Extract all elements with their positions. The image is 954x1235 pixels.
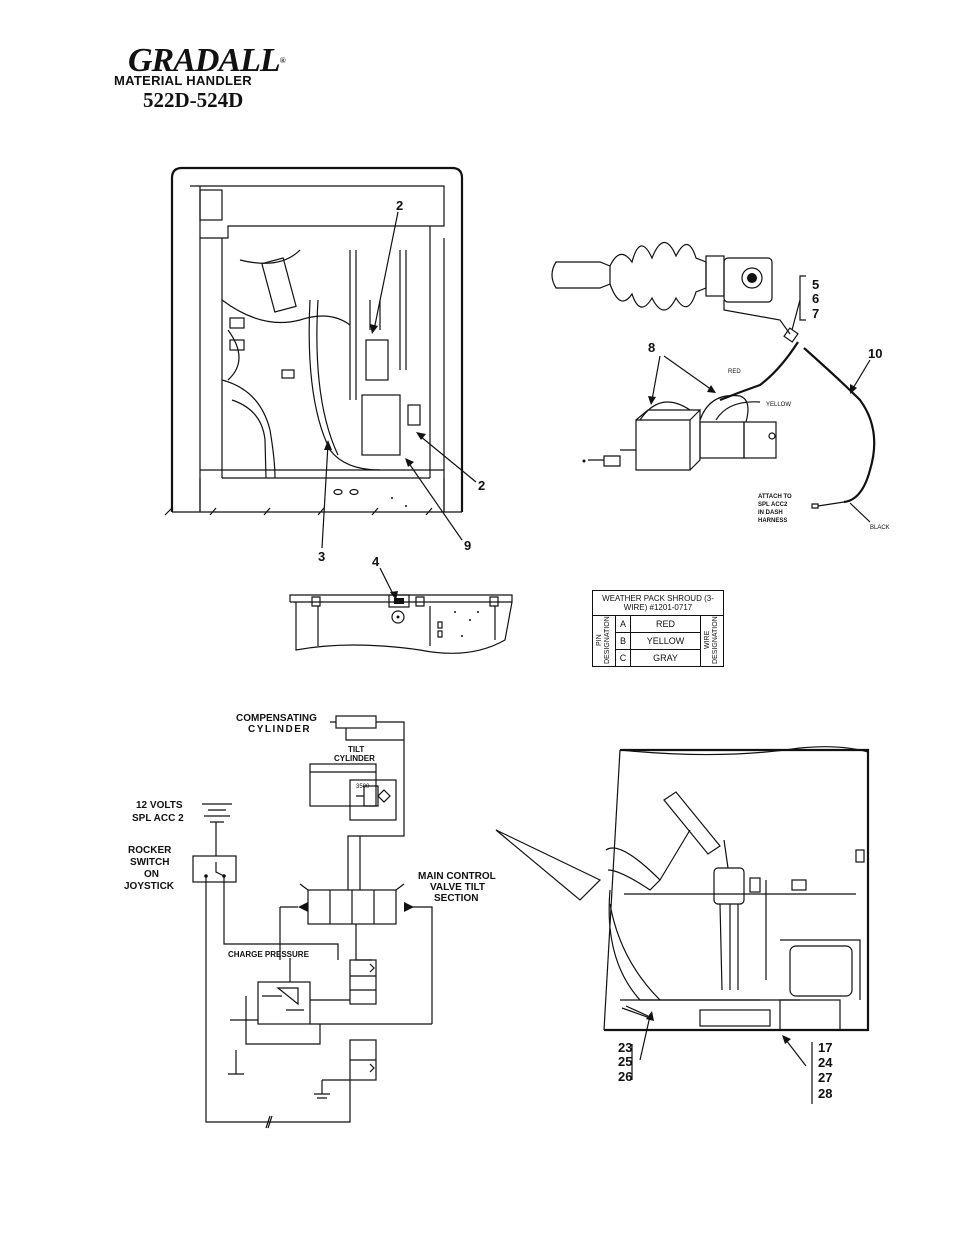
power-source-label: 12 VOLTS — [136, 800, 183, 811]
callout-4: 4 — [372, 554, 380, 569]
charge-pressure-label: CHARGE PRESSURE — [228, 950, 310, 959]
pin-a: A — [615, 615, 631, 633]
rocker-switch-label-3: ON — [144, 869, 159, 880]
attach-note-line1: ATTACH TO — [758, 494, 792, 500]
main-control-valve-label: MAIN CONTROL — [418, 871, 496, 882]
wire-designation-label: WIRE DESIGNATION — [700, 615, 724, 667]
model-numbers: 522D-524D — [143, 88, 244, 112]
cab-frame-illustration — [164, 166, 477, 549]
tilt-cylinder-label-2: CYLINDER — [334, 754, 375, 763]
wire-a: RED — [630, 615, 701, 633]
callout-24: 24 — [818, 1055, 833, 1070]
main-control-valve-label-2: VALVE TILT — [430, 882, 485, 893]
rocker-switch-label: ROCKER — [128, 845, 172, 856]
callout-5: 5 — [812, 277, 819, 292]
rocker-switch-label-4: JOYSTICK — [124, 881, 175, 892]
compensating-cylinder-label-2: CYLINDER — [248, 724, 311, 735]
relief-valve-setting: 3500 — [356, 784, 370, 790]
wire-b: YELLOW — [630, 632, 701, 650]
power-source-label-2: SPL ACC 2 — [132, 813, 184, 824]
attach-note-line3: IN DASH — [758, 510, 783, 516]
callout-27: 27 — [818, 1070, 832, 1085]
callout-17: 17 — [818, 1040, 832, 1055]
callout-2-right: 2 — [478, 478, 485, 493]
dash-section-illustration — [289, 567, 513, 654]
callout-23: 23 — [618, 1040, 632, 1055]
callout-6: 6 — [812, 291, 819, 306]
callout-9: 9 — [464, 538, 471, 553]
joystick-wiring-illustration — [551, 241, 876, 523]
callout-28: 28 — [818, 1086, 832, 1101]
compensating-cylinder-label: COMPENSATING — [236, 713, 317, 724]
product-line: MATERIAL HANDLER — [114, 73, 252, 88]
callout-26: 26 — [618, 1069, 632, 1084]
attach-note-line4: HARNESS — [758, 518, 787, 524]
callout-8: 8 — [648, 340, 655, 355]
tilt-cylinder-label: TILT — [348, 745, 364, 754]
callout-3: 3 — [318, 549, 325, 564]
pin-c: C — [615, 649, 631, 667]
main-control-valve-label-3: SECTION — [434, 893, 478, 904]
callout-10: 10 — [868, 346, 882, 361]
hydraulic-schematic — [192, 715, 433, 1129]
wire-black-label: BLACK — [870, 525, 890, 531]
pin-b: B — [615, 632, 631, 650]
pin-designation-label: PIN DESIGNATION — [592, 615, 616, 667]
gradall-logo: GRADALL® — [128, 42, 286, 79]
wire-yellow-label: YELLOW — [766, 402, 791, 408]
pin-table-header: WEATHER PACK SHROUD (3-WIRE) #1201-0717 — [592, 590, 724, 616]
wire-c: GRAY — [630, 649, 701, 667]
rocker-switch-label-2: SWITCH — [130, 857, 169, 868]
callout-25: 25 — [618, 1054, 632, 1069]
callout-7: 7 — [812, 306, 819, 321]
attach-note-line2: SPL ACC2 — [758, 502, 788, 508]
weather-pack-pin-table: WEATHER PACK SHROUD (3-WIRE) #1201-0717 … — [592, 590, 724, 667]
cab-interior-illustration — [495, 746, 870, 1104]
callout-2-top: 2 — [396, 198, 403, 213]
wire-red-label: RED — [728, 369, 741, 375]
